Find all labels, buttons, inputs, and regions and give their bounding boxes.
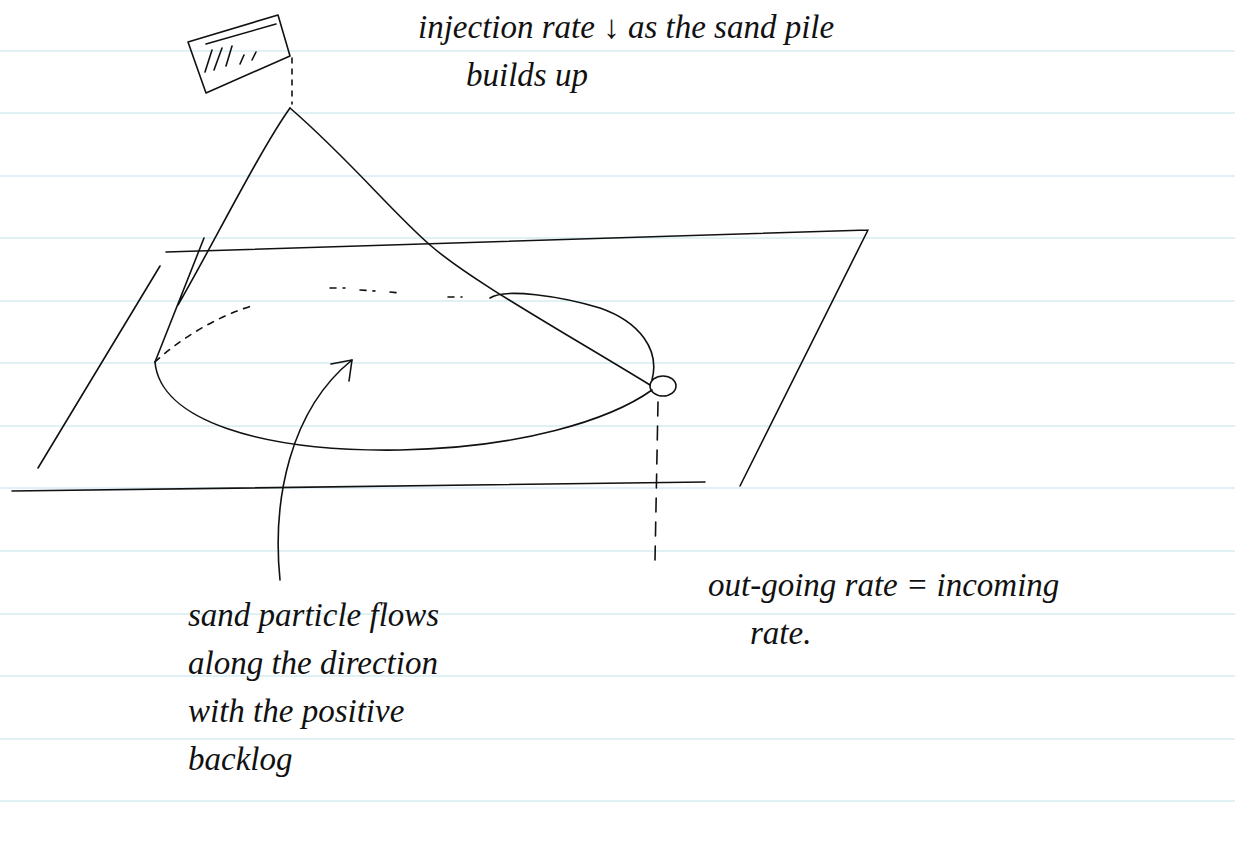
pointer-arrowhead: [331, 360, 352, 381]
cone-base-back: [155, 288, 462, 362]
drop-line: [291, 58, 293, 104]
cone-base-front: [155, 362, 652, 450]
outflow-bulge: [490, 293, 654, 380]
hopper: [188, 15, 290, 93]
ground-plane: [12, 230, 868, 491]
handwritten-note: out-going rate = incoming rate.: [708, 562, 1080, 658]
outlet: [650, 376, 676, 396]
handwritten-note: sand particle flows along the direction …: [188, 592, 458, 783]
cone-right-edge: [290, 108, 650, 385]
pointer-arrow: [278, 360, 352, 580]
ruled-lines: [0, 51, 1235, 801]
cone-left-edge: [155, 108, 290, 362]
outflow-line: [655, 402, 658, 560]
hopper-hatching: [205, 24, 276, 72]
handwritten-note: injection rate ↓ as the sand pile builds…: [418, 4, 886, 100]
